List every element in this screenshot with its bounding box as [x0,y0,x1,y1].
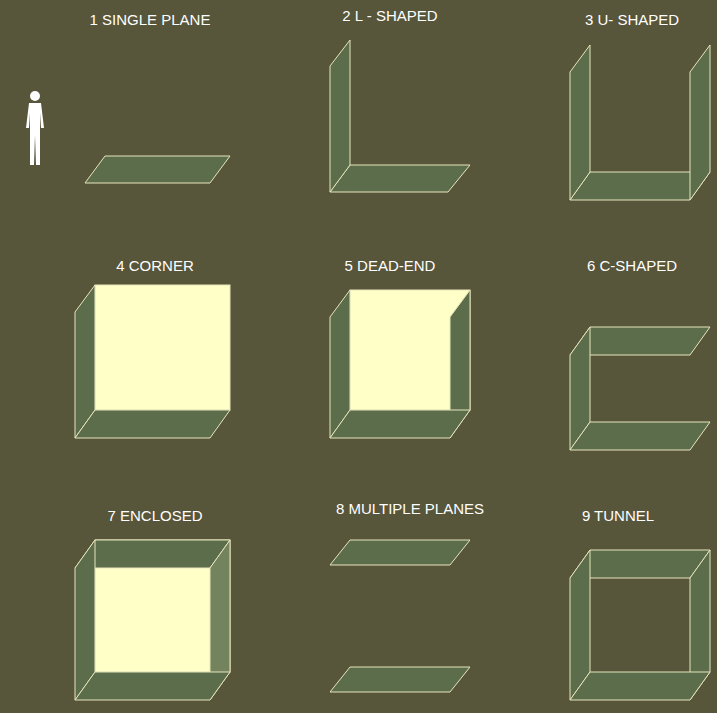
wall-plane [690,45,710,200]
figure-label: 5 DEAD-END [345,258,436,273]
floor-plane [570,172,710,200]
ceiling-plane [570,327,710,355]
floor-plane [75,410,230,438]
floor-plane [75,672,230,700]
floor-plane [330,165,470,192]
figure-label: 9 TUNNEL [582,508,654,523]
figure-label: 4 CORNER [116,258,194,273]
floor-plane [570,422,710,450]
ceiling-plane [570,550,710,578]
back-wall [95,285,230,410]
floor-plane [85,156,230,183]
floor-plane [330,667,470,692]
floor-plane [570,672,710,700]
wall-plane [330,40,350,192]
ceiling-plane [75,540,230,568]
figure-label: 1 SINGLE PLANE [90,12,211,27]
figure-label: 3 U- SHAPED [585,12,679,27]
figure-label: 7 ENCLOSED [107,508,202,523]
wall-plane [570,45,590,200]
figure-label: 8 MULTIPLE PLANES [336,501,484,516]
figure-label: 2 L - SHAPED [342,8,437,23]
floor-plane [330,410,470,438]
figure-label: 6 C-SHAPED [587,258,677,273]
ceiling-plane [330,540,470,565]
person-figure [26,91,44,165]
